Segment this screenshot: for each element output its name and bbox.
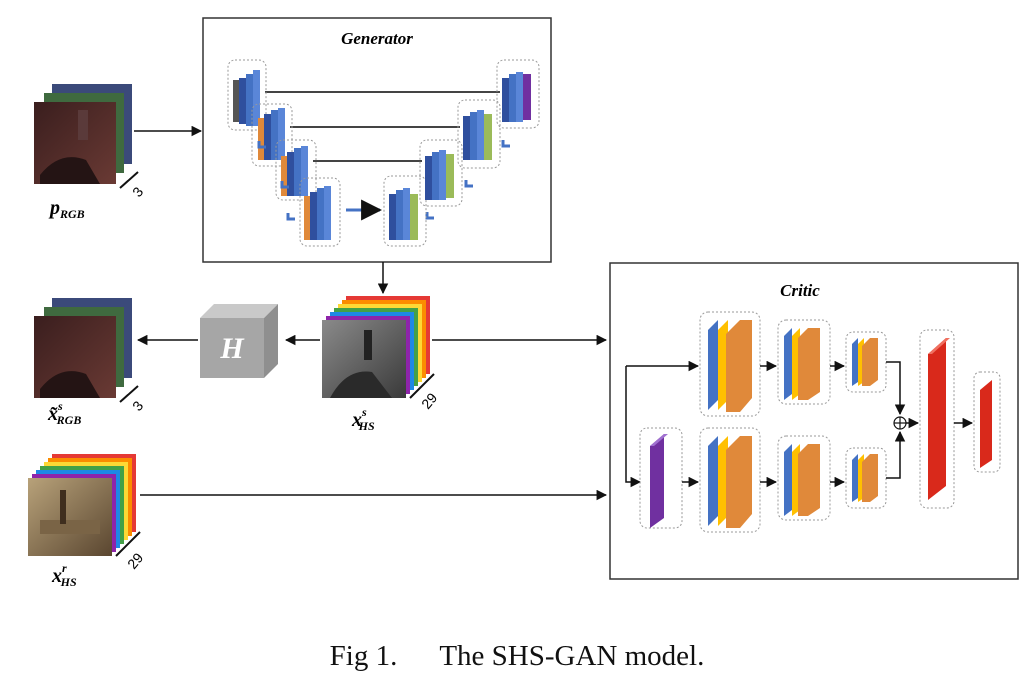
x-tilde-rgb-channel-dim: 3 — [119, 385, 146, 414]
critic-upper-block-3 — [845, 331, 887, 393]
concat-symbol — [893, 416, 907, 430]
skip-connections — [265, 91, 500, 162]
critic-upper-block-2 — [777, 319, 831, 405]
critic-lower-block-1 — [699, 427, 761, 533]
encoder-block-4 — [299, 177, 341, 247]
decoder-block-2 — [419, 139, 463, 207]
svg-text:3: 3 — [129, 184, 146, 200]
generator-box: Generator — [202, 17, 552, 263]
critic-lower-block-2 — [777, 435, 831, 521]
critic-upper-block-1 — [699, 311, 761, 417]
decoder-block-4 — [496, 59, 540, 129]
decoder-block-3 — [457, 99, 501, 169]
encoder-block-3 — [275, 139, 317, 201]
h-label: H — [219, 332, 245, 365]
p-rgb-channel-dim: 3 — [119, 171, 146, 200]
x-tilde-rgb-image-stack — [34, 298, 132, 398]
critic-red-block-2 — [973, 371, 1001, 473]
figure-caption: Fig 1.The SHS-GAN model. — [329, 640, 705, 672]
pool-marks — [257, 140, 510, 221]
critic-box: Critic — [609, 262, 1019, 580]
p-rgb-image-stack — [34, 84, 132, 184]
generator-title: Generator — [341, 29, 413, 48]
critic-red-block-1 — [919, 329, 955, 509]
p-rgb-label: pRGB — [48, 197, 85, 221]
svg-text:3: 3 — [129, 398, 146, 414]
encoder-block-1 — [227, 59, 267, 131]
critic-lower-block-3 — [845, 447, 887, 509]
critic-purple-block — [639, 427, 683, 529]
decoder-block-1 — [383, 175, 427, 247]
critic-title: Critic — [780, 281, 820, 300]
x-r-hs-cube — [28, 454, 136, 556]
h-projection-block: H — [200, 304, 278, 378]
svg-text:29: 29 — [418, 390, 440, 412]
shs-gan-diagram: Generator — [28, 17, 1019, 589]
encoder-block-2 — [251, 103, 293, 167]
x-s-hs-cube — [322, 296, 430, 398]
svg-text:29: 29 — [124, 550, 146, 572]
